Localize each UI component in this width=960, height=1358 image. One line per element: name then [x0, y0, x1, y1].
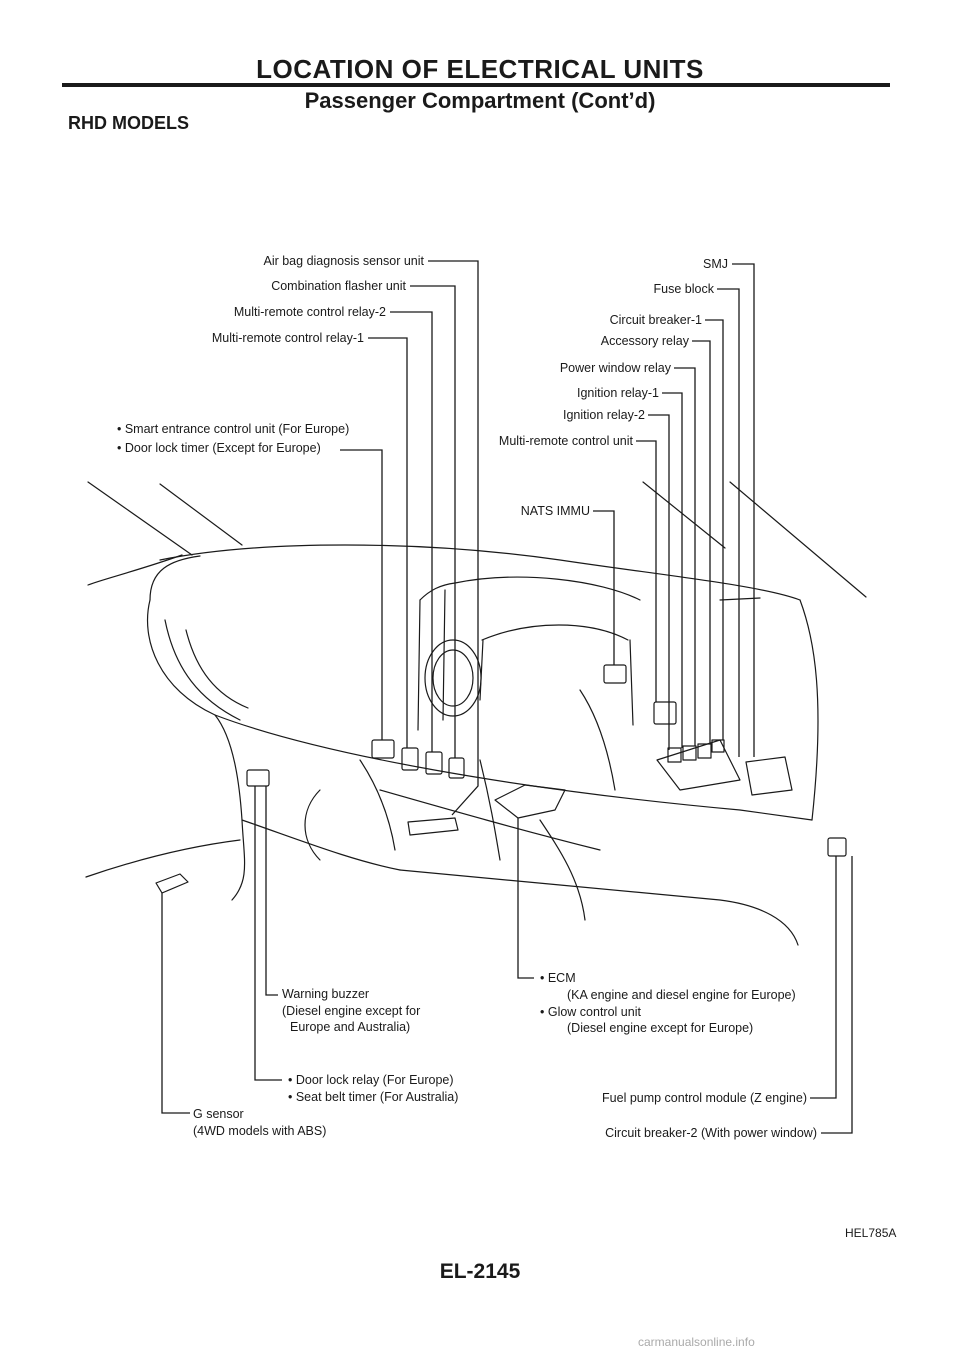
page-title: LOCATION OF ELECTRICAL UNITS: [256, 54, 704, 84]
label-glow-control-unit: • Glow control unit: [540, 1005, 641, 1019]
page-number: EL-2145: [439, 1260, 521, 1283]
label-g-sensor: G sensor: [193, 1107, 244, 1121]
label-multi-remote-control-relay-2: Multi-remote control relay-2: [233, 305, 386, 319]
label-smart-entrance-control-unit: • Smart entrance control unit (For Europ…: [117, 422, 350, 436]
label-fuse-block: Fuse block: [653, 282, 714, 296]
section-title: RHD MODELS: [68, 113, 189, 133]
watermark: carmanualsonline.info: [638, 1335, 755, 1349]
page-subtitle: Passenger Compartment (Cont’d): [304, 88, 656, 113]
label-nats-immu: NATS IMMU: [520, 504, 590, 518]
label-circuit-breaker-1: Circuit breaker-1: [609, 313, 702, 327]
label-door-lock-relay: • Door lock relay (For Europe): [288, 1073, 454, 1087]
label-warning-buzzer-note-2: Europe and Australia): [290, 1020, 411, 1034]
label-multi-remote-control-unit: Multi-remote control unit: [498, 434, 633, 448]
label-glow-control-unit-note: (Diesel engine except for Europe): [567, 1021, 754, 1035]
label-warning-buzzer-note-1: (Diesel engine except for: [282, 1004, 421, 1018]
label-ignition-relay-1: Ignition relay-1: [577, 386, 659, 400]
label-door-lock-timer: • Door lock timer (Except for Europe): [117, 441, 321, 455]
label-accessory-relay: Accessory relay: [600, 334, 689, 348]
label-smj: SMJ: [703, 257, 728, 271]
label-air-bag-diagnosis-sensor-unit: Air bag diagnosis sensor unit: [263, 254, 424, 268]
label-ignition-relay-2: Ignition relay-2: [563, 408, 645, 422]
label-ecm-note: (KA engine and diesel engine for Europe): [567, 988, 796, 1002]
label-multi-remote-control-relay-1: Multi-remote control relay-1: [211, 331, 364, 345]
label-circuit-breaker-2: Circuit breaker-2 (With power window): [605, 1126, 817, 1140]
label-fuel-pump-control-module: Fuel pump control module (Z engine): [602, 1091, 807, 1105]
label-warning-buzzer: Warning buzzer: [282, 987, 370, 1001]
label-ecm: • ECM: [540, 971, 576, 985]
label-power-window-relay: Power window relay: [559, 361, 671, 375]
label-g-sensor-note: (4WD models with ABS): [193, 1124, 327, 1138]
figure-reference: HEL785A: [845, 1226, 897, 1240]
label-combination-flasher-unit: Combination flasher unit: [271, 279, 406, 293]
header-rule: [62, 83, 890, 87]
label-seat-belt-timer: • Seat belt timer (For Australia): [288, 1090, 459, 1104]
